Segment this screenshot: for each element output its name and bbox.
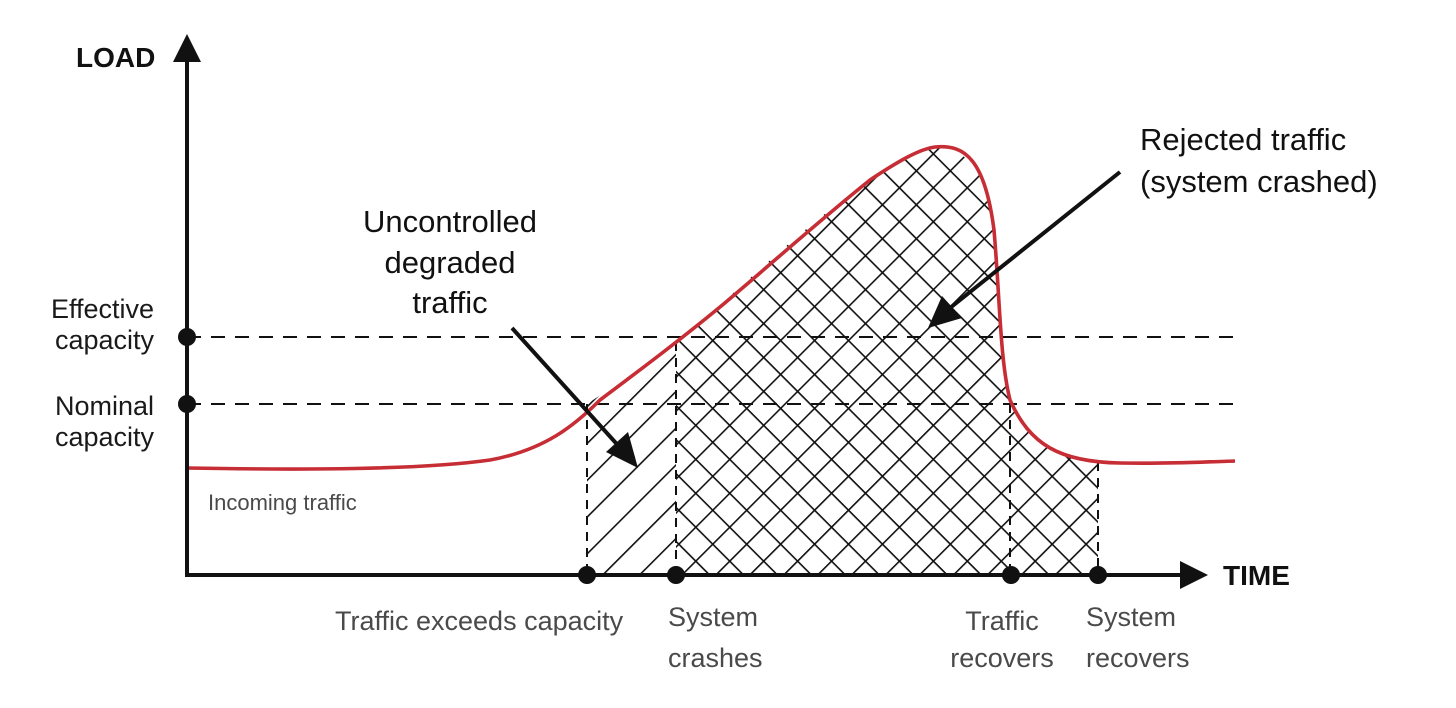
effective-capacity-label: Effective [51, 294, 154, 324]
degraded-callout-label-3: traffic [412, 285, 487, 320]
traffic-recovers-dot [1002, 566, 1020, 584]
y-axis-label: LOAD [76, 42, 155, 73]
system-recovers-dot [1089, 566, 1107, 584]
degraded-callout-label: Uncontrolled [363, 204, 537, 239]
crash-dot [667, 566, 685, 584]
exceeds-label: Traffic exceeds capacity [335, 606, 624, 636]
crash-label: System [668, 602, 758, 632]
exceeds-dot [578, 566, 596, 584]
nominal-capacity-label-2: capacity [55, 422, 155, 452]
system-recovers-label: System [1086, 602, 1176, 632]
y-axis-arrowhead [173, 34, 201, 62]
nominal-capacity-label: Nominal [55, 391, 154, 421]
rejected-arrowhead [928, 296, 962, 328]
effective-capacity-dot [178, 328, 196, 346]
system-recovers-label-2: recovers [1086, 643, 1190, 673]
x-axis-arrowhead [1180, 561, 1208, 589]
traffic-recovers-label-2: recovers [950, 643, 1054, 673]
x-axis-label: TIME [1223, 560, 1290, 591]
rejected-callout-label: Rejected traffic [1140, 122, 1346, 157]
nominal-capacity-dot [178, 395, 196, 413]
degraded-arrow-line [510, 326, 626, 454]
incoming-traffic-curve [186, 144, 1236, 471]
degraded-arrowhead [606, 432, 638, 468]
crash-label-2: crashes [668, 643, 763, 673]
rejected-arrow-line [943, 170, 1122, 314]
incoming-traffic-label: Incoming traffic [208, 490, 357, 515]
traffic-recovers-label: Traffic [965, 606, 1039, 636]
effective-capacity-label-2: capacity [55, 325, 155, 355]
rejected-callout-label-2: (system crashed) [1140, 164, 1378, 199]
degraded-callout-label-2: degraded [384, 245, 515, 280]
rejected-traffic-area [676, 147, 1098, 574]
